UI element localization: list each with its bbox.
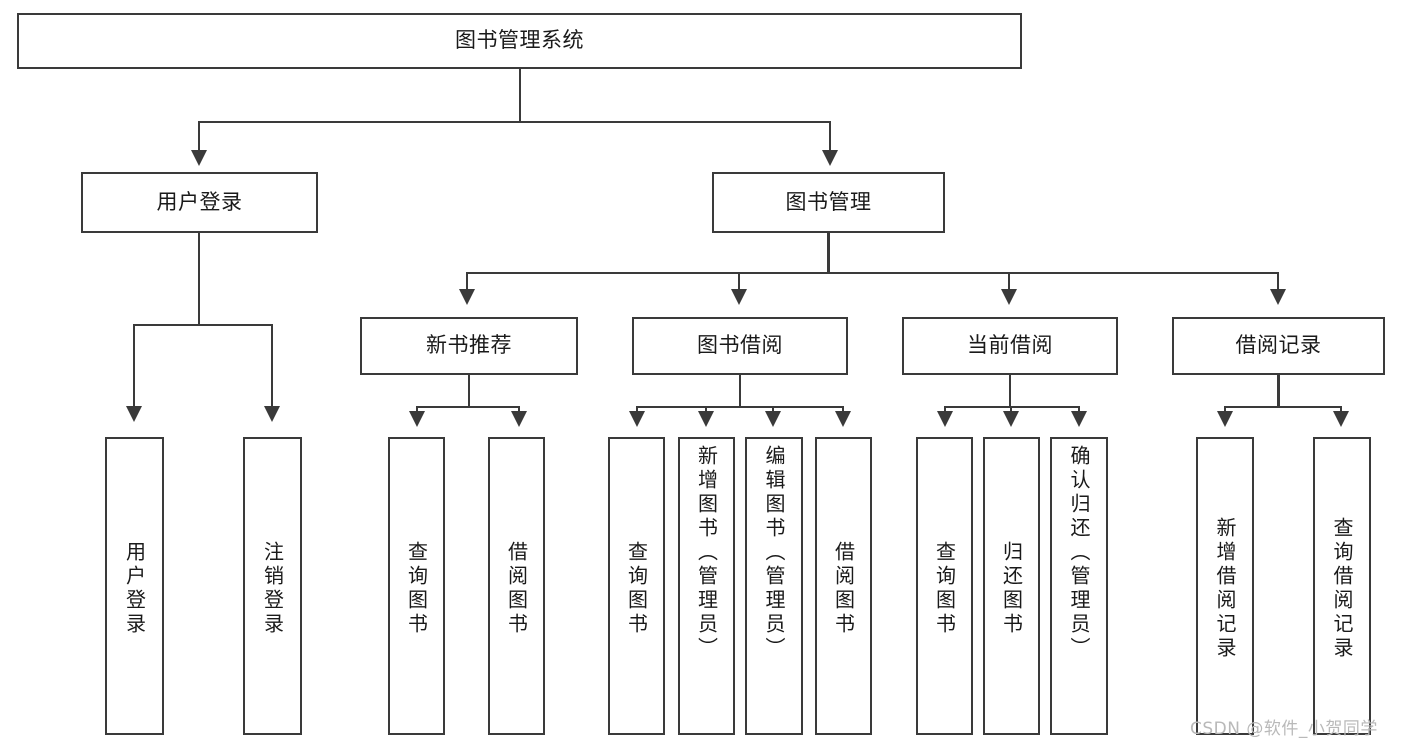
edge-root-to-user-login	[198, 121, 201, 151]
edge-new-book-bus	[416, 406, 520, 409]
arrow-borrow-leaf-0	[629, 411, 646, 427]
leaf-borrow-2[interactable]: 编辑图书（管理员）	[745, 437, 803, 735]
edge-current-to-leaf-0	[944, 406, 947, 412]
arrow-to-book-mgmt	[822, 150, 838, 166]
edge-user-login-to-leaf-1	[270, 324, 273, 407]
leaf-user-login-0[interactable]: 用户登录	[105, 437, 164, 735]
edge-user-login-bus	[133, 324, 271, 327]
arrow-borrow-leaf-2	[765, 411, 782, 427]
arrow-current-leaf-2	[1070, 411, 1087, 427]
leaf-borrow-0[interactable]: 查询图书	[608, 437, 665, 735]
edge-current-stem	[1008, 375, 1012, 408]
edge-root-bus	[198, 121, 830, 124]
node-root-system[interactable]: 图书管理系统	[17, 13, 1022, 69]
arrow-user-login-leaf-0	[126, 406, 143, 422]
edge-current-to-leaf-2	[1077, 406, 1080, 412]
arrow-to-user-login	[191, 150, 208, 166]
node-book-borrow[interactable]: 图书借阅	[632, 317, 848, 375]
arrow-borrow-leaf-3	[834, 411, 851, 427]
edge-bus-to-records	[1276, 272, 1279, 290]
edge-records-to-leaf-1	[1339, 406, 1342, 412]
edge-current-to-leaf-1	[1010, 406, 1013, 412]
edge-bus-to-borrow	[738, 272, 741, 290]
edge-borrow-stem	[738, 375, 742, 408]
arrow-borrow-leaf-1	[698, 411, 715, 427]
arrow-user-login-leaf-1	[263, 406, 280, 422]
arrow-new-book-leaf-1	[510, 411, 527, 427]
arrow-current-leaf-1	[1003, 411, 1020, 427]
node-book-management[interactable]: 图书管理	[712, 172, 945, 233]
leaf-records-0[interactable]: 新增借阅记录	[1196, 437, 1254, 735]
edge-new-book-to-leaf-1	[517, 406, 520, 412]
leaf-new-book-1[interactable]: 借阅图书	[488, 437, 545, 735]
node-user-login[interactable]: 用户登录	[81, 172, 318, 233]
node-current-borrow[interactable]: 当前借阅	[902, 317, 1118, 375]
leaf-borrow-1[interactable]: 新增图书（管理员）	[678, 437, 735, 735]
leaf-current-0[interactable]: 查询图书	[916, 437, 973, 735]
node-new-book-recommend[interactable]: 新书推荐	[360, 317, 578, 375]
arrow-to-borrow	[731, 289, 748, 305]
arrow-records-leaf-1	[1332, 411, 1349, 427]
leaf-current-1[interactable]: 归还图书	[983, 437, 1040, 735]
edge-borrow-to-leaf-1	[705, 406, 708, 412]
edge-new-book-to-leaf-0	[416, 406, 419, 412]
edge-borrow-bus	[636, 406, 844, 409]
edge-new-book-stem	[467, 375, 471, 408]
edge-records-stem	[1277, 375, 1280, 408]
leaf-user-login-1[interactable]: 注销登录	[243, 437, 302, 735]
edge-borrow-to-leaf-0	[636, 406, 639, 412]
edge-user-login-stem	[198, 233, 201, 326]
edge-borrow-to-leaf-3	[841, 406, 844, 412]
arrow-to-current	[1001, 289, 1018, 305]
leaf-new-book-0[interactable]: 查询图书	[388, 437, 445, 735]
edge-user-login-to-leaf-0	[133, 324, 136, 407]
edge-bus-to-new-book	[466, 272, 469, 290]
edge-borrow-to-leaf-2	[772, 406, 775, 412]
edge-book-mgmt-stem	[827, 233, 830, 274]
leaf-current-2[interactable]: 确认归还（管理员）	[1050, 437, 1108, 735]
edge-book-mgmt-bus	[466, 272, 1279, 275]
leaf-records-1[interactable]: 查询借阅记录	[1313, 437, 1371, 735]
edge-records-bus	[1224, 406, 1342, 409]
arrow-to-new-book	[459, 289, 476, 305]
edge-root-to-book-mgmt	[828, 121, 832, 151]
node-borrow-records[interactable]: 借阅记录	[1172, 317, 1385, 375]
arrow-new-book-leaf-0	[409, 411, 426, 427]
edge-root-stem	[518, 69, 522, 123]
edge-records-to-leaf-0	[1224, 406, 1227, 412]
arrow-current-leaf-0	[937, 411, 954, 427]
leaf-borrow-3[interactable]: 借阅图书	[815, 437, 872, 735]
arrow-records-leaf-0	[1217, 411, 1234, 427]
arrow-to-records	[1269, 289, 1286, 305]
edge-bus-to-current	[1008, 272, 1011, 290]
